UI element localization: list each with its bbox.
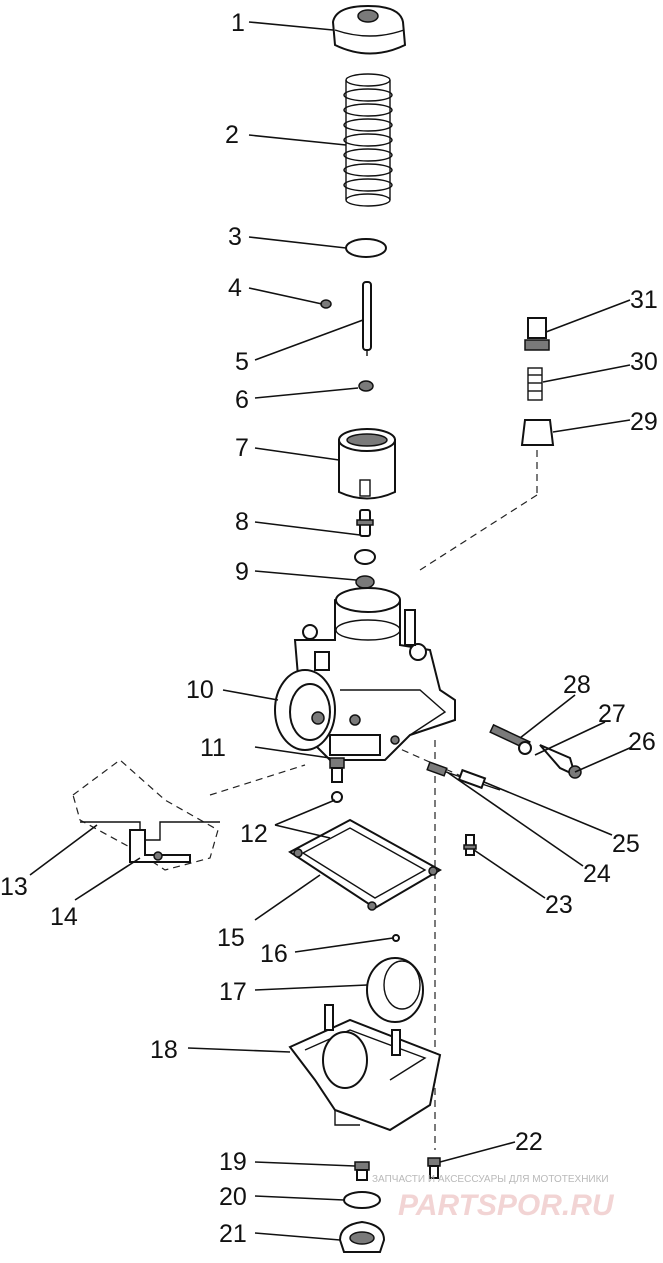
callout-20: 20 (219, 1183, 247, 1211)
callout-15: 15 (217, 924, 245, 952)
part-25-spring-small (457, 768, 487, 790)
part-10-carburetor-body (274, 587, 456, 761)
part-29-30-31-cable-adjuster (520, 317, 555, 446)
callout-18: 18 (150, 1036, 178, 1064)
callout-29: 29 (630, 408, 658, 436)
part-8-needle-jet (356, 509, 374, 537)
part-11-pilot-jet (329, 757, 345, 783)
part-16-check-ball (392, 934, 400, 942)
leader-lines (29, 21, 633, 1241)
callout-1: 1 (231, 9, 245, 37)
callout-21: 21 (219, 1220, 247, 1248)
part-17-float (366, 957, 424, 1023)
callout-14: 14 (50, 903, 78, 931)
callout-3: 3 (228, 223, 242, 251)
callout-7: 7 (235, 434, 249, 462)
part-19-drain-screw (354, 1161, 370, 1181)
callout-22: 22 (515, 1128, 543, 1156)
part-18-float-bowl (288, 1004, 442, 1132)
part-7-throttle-slide (338, 428, 396, 500)
part-2-spring (343, 73, 393, 207)
callout-4: 4 (228, 274, 242, 302)
part-4-clip (320, 299, 332, 309)
part-23-screw (463, 834, 477, 856)
callout-23: 23 (545, 891, 573, 919)
part-3-washer (345, 238, 387, 258)
callout-30: 30 (630, 348, 658, 376)
callout-numbers: 1 2 3 4 5 6 7 8 9 10 11 12 13 14 15 16 1… (0, 9, 658, 1248)
part-20-o-ring (343, 1191, 381, 1209)
callout-27: 27 (598, 700, 626, 728)
callout-28: 28 (563, 671, 591, 699)
callout-12: 12 (240, 820, 268, 848)
watermark-tagline: ЗАПЧАСТИ И АКСЕССУАРЫ ДЛЯ МОТОТЕХНИКИ (372, 1174, 609, 1185)
callout-2: 2 (225, 121, 239, 149)
part-15-gasket (288, 818, 443, 911)
callout-25: 25 (612, 830, 640, 858)
part-6-e-ring (358, 380, 374, 392)
callout-31: 31 (630, 286, 658, 314)
part-5-jet-needle (362, 281, 372, 356)
part-21-plug (338, 1220, 386, 1253)
callout-8: 8 (235, 508, 249, 536)
watermark-brand: PARTSPOR.RU (398, 1189, 615, 1222)
part-9-nut (354, 549, 376, 589)
part-1-top-cap (331, 4, 407, 55)
callout-24: 24 (583, 860, 611, 888)
callout-6: 6 (235, 386, 249, 414)
watermark: ЗАПЧАСТИ И АКСЕССУАРЫ ДЛЯ МОТОТЕХНИКИ PA… (372, 1174, 615, 1222)
callout-13: 13 (0, 873, 28, 901)
callout-10: 10 (186, 676, 214, 704)
part-26-27-28-choke (489, 723, 582, 779)
callout-9: 9 (235, 558, 249, 586)
callout-19: 19 (219, 1148, 247, 1176)
callout-5: 5 (235, 348, 249, 376)
part-13-14-bracket-plate (80, 821, 220, 863)
callout-11: 11 (200, 734, 226, 762)
callout-26: 26 (628, 728, 656, 756)
callout-17: 17 (219, 978, 247, 1006)
callout-16: 16 (260, 940, 288, 968)
